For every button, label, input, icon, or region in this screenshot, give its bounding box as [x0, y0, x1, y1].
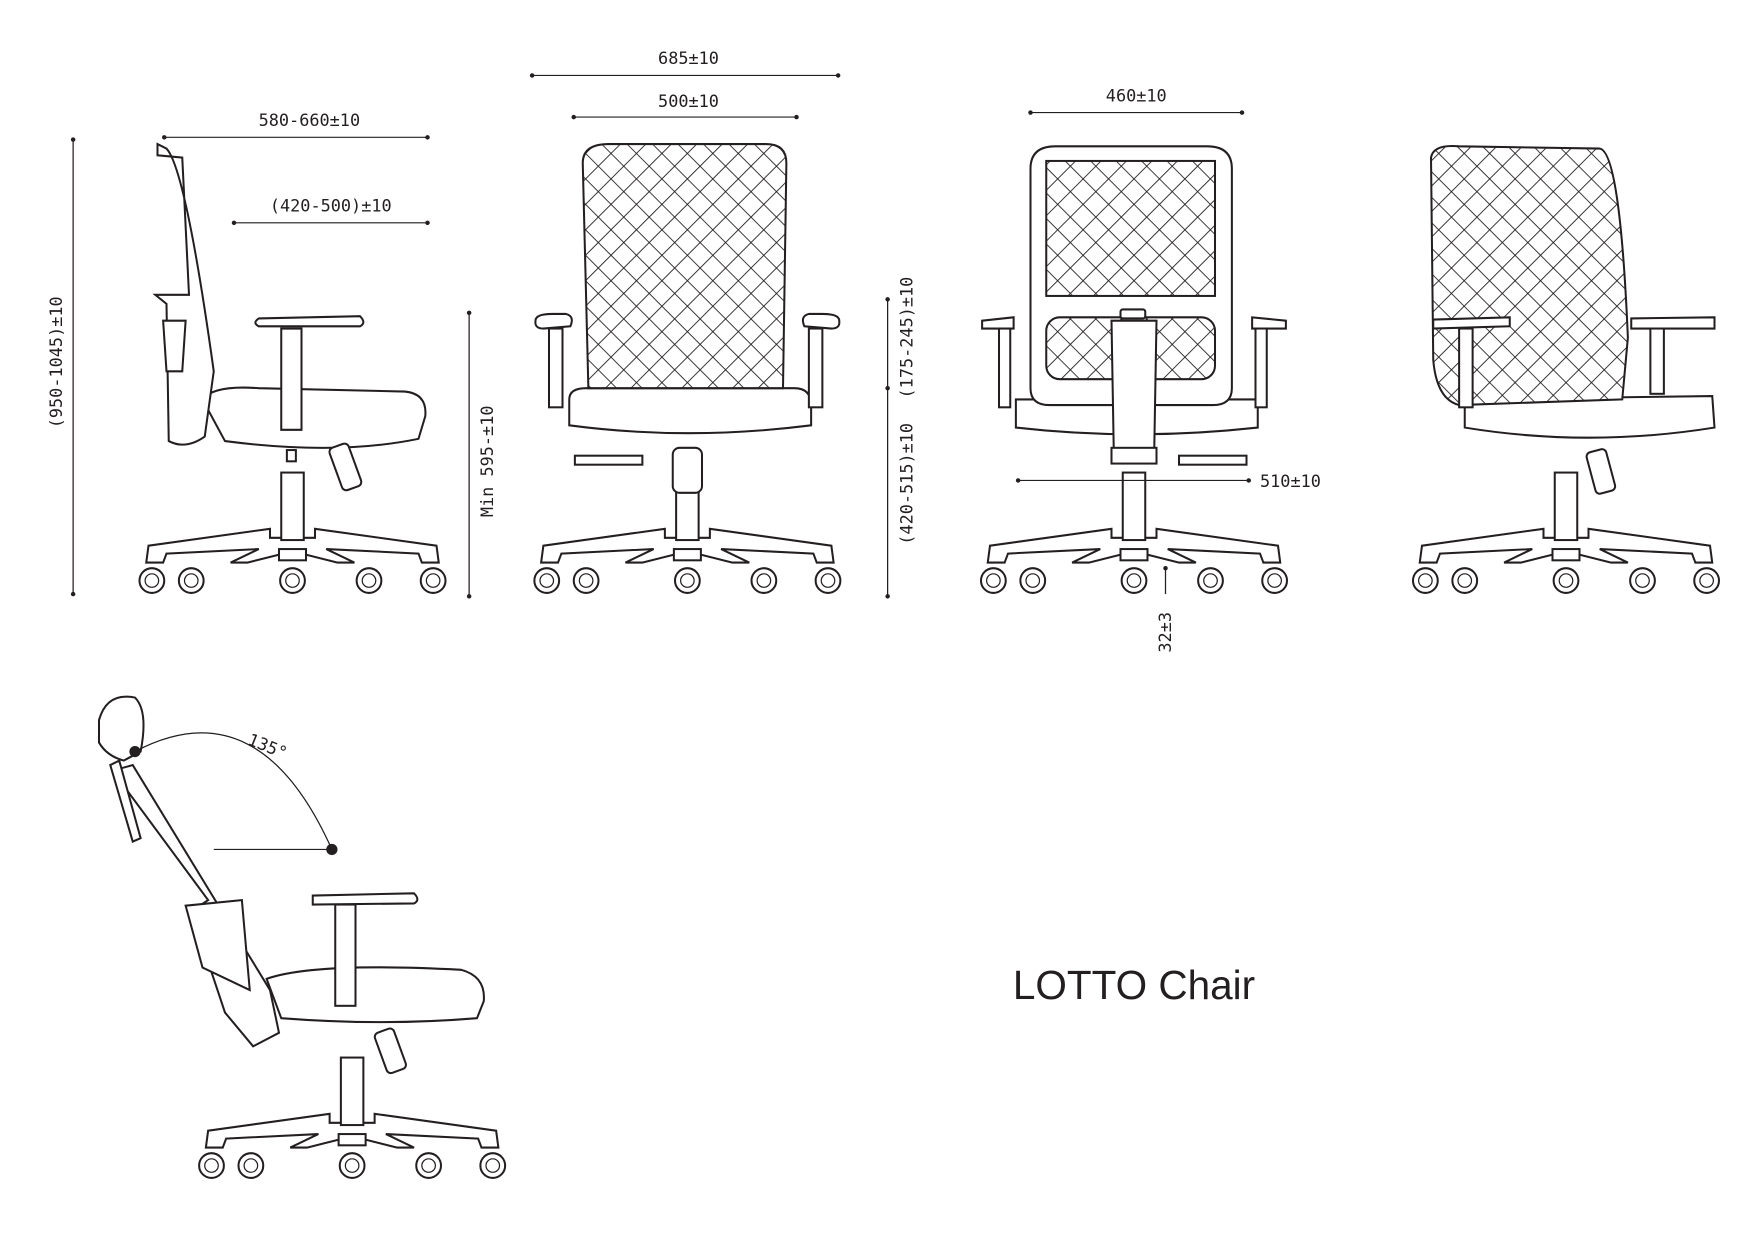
- product-title: LOTTO Chair: [1013, 962, 1255, 1008]
- seat-height-label: (420-515)±10: [896, 423, 916, 545]
- dimension-lines: [70, 73, 1251, 599]
- overall-depth-label: 580-660±10: [259, 110, 361, 130]
- back-view-chair: [981, 146, 1287, 593]
- reclined-side-view-chair: [97, 695, 505, 1178]
- armrest-height-label: (175-245)±10: [896, 277, 916, 399]
- base-diameter-label: 510±10: [1260, 471, 1321, 491]
- overall-width-label: 685±10: [658, 48, 719, 68]
- backrest-width-label: 500±10: [658, 91, 719, 111]
- caster-height-label: 32±3: [1155, 612, 1175, 653]
- three-quarter-view-chair: [1413, 144, 1719, 593]
- seat-width-label: 460±10: [1106, 85, 1167, 105]
- seat-depth-label: (420-500)±10: [270, 196, 392, 216]
- front-view-chair: [534, 144, 840, 593]
- min-seat-height-label: Min 595-±10: [477, 405, 497, 517]
- overall-height-label: (950-1045)±10: [46, 296, 66, 428]
